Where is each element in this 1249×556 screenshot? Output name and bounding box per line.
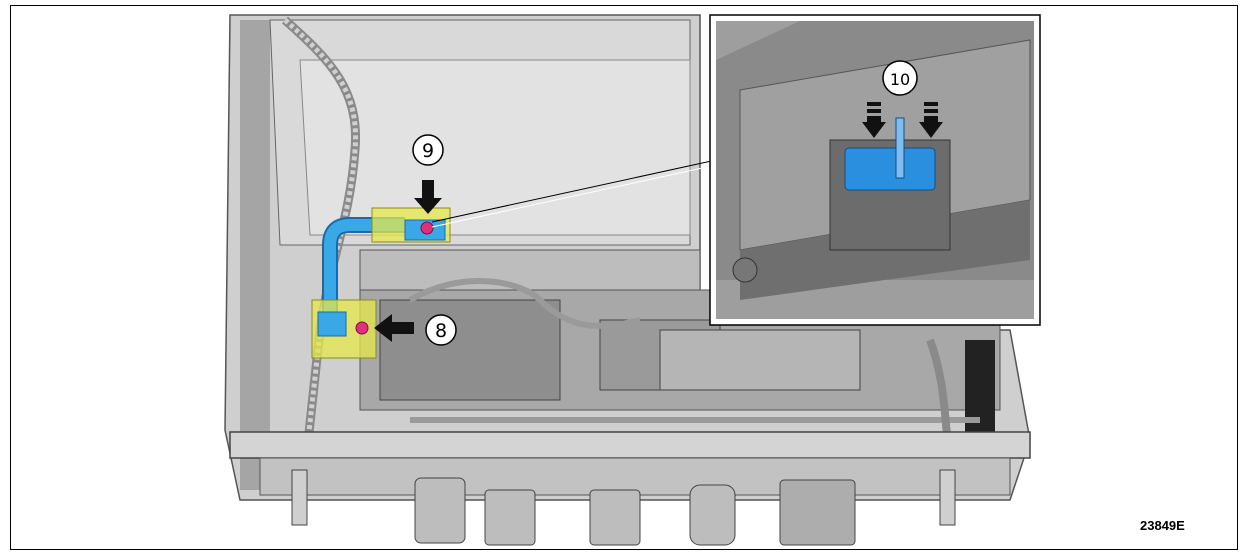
blue-cable xyxy=(322,217,405,320)
terminal-lower xyxy=(311,299,377,359)
inset-arrow-left xyxy=(862,102,886,138)
inset-arrow-right xyxy=(919,102,943,138)
leader-lines xyxy=(431,159,717,228)
figure-id: 23849E xyxy=(1140,518,1185,533)
callout-9-label: 9 xyxy=(422,140,434,162)
callout-9: 9 xyxy=(412,134,444,166)
terminal-upper xyxy=(371,207,451,243)
callout-8-label: 8 xyxy=(435,320,447,342)
front-rail xyxy=(229,431,1031,496)
callout-10-label: 10 xyxy=(890,70,910,89)
connectors xyxy=(291,469,956,546)
callout-10: 10 xyxy=(882,60,918,96)
callout-8: 8 xyxy=(425,314,457,346)
battery-housing xyxy=(224,14,1031,501)
arrow-8 xyxy=(374,314,414,342)
arrow-9 xyxy=(414,180,442,214)
detail-inset: 10 xyxy=(709,14,1041,326)
